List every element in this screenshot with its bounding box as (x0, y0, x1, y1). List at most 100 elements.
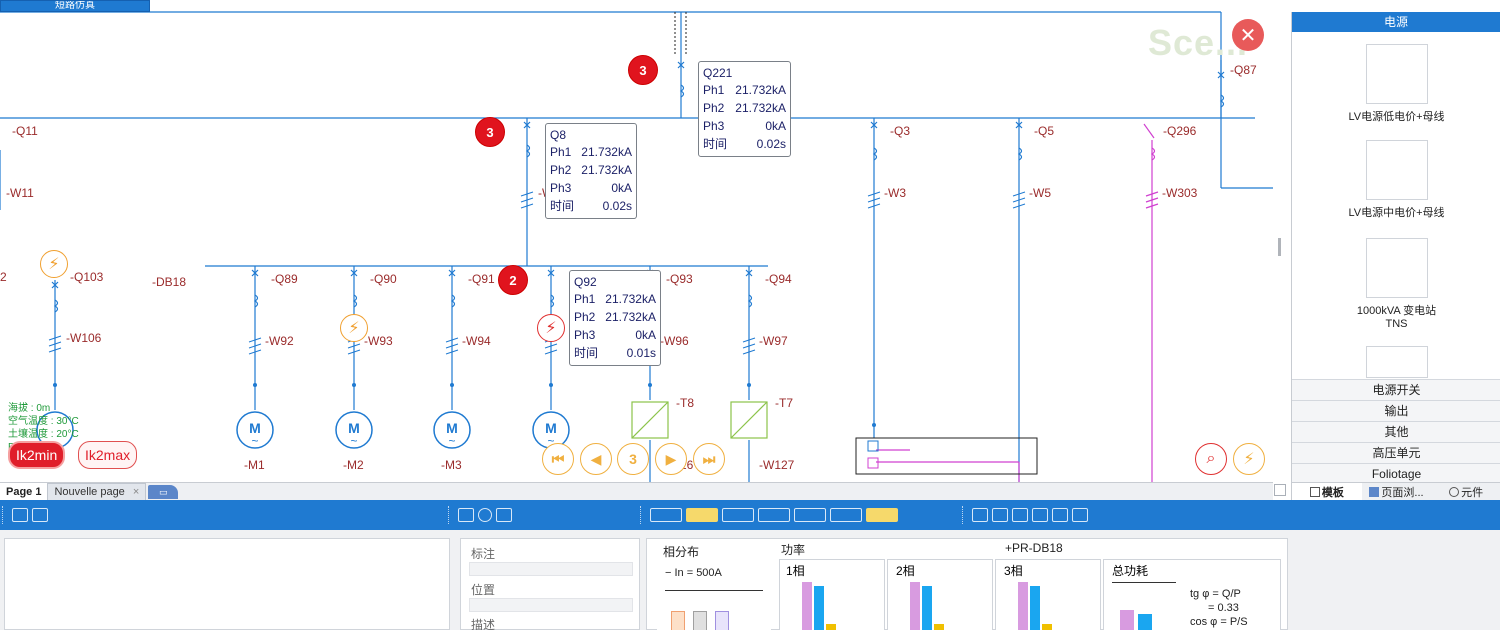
template-thumbnail (1365, 346, 1428, 378)
template-item[interactable]: LV电源低电价+母线 (1292, 44, 1500, 124)
nav-next-button[interactable]: ▶ (655, 443, 687, 475)
summary-view-icon[interactable] (866, 508, 898, 522)
properties-icon[interactable] (12, 508, 28, 522)
add-page-button[interactable]: ▭ (148, 485, 179, 499)
tooltip-key: Ph3 (574, 328, 596, 342)
tooltip-key: Ph3 (703, 119, 725, 133)
focus-icon[interactable] (496, 508, 512, 522)
tooltip-key: Ph2 (550, 163, 572, 177)
tooltip-title: Q8 (550, 128, 567, 142)
tooltip-key: Ph1 (574, 292, 596, 306)
category-hv-unit[interactable]: 高压单元 (1292, 442, 1500, 463)
label-q103: -Q103 (70, 270, 104, 284)
bottom-toolbar (0, 500, 1500, 530)
schematic-canvas[interactable]: M M M M ~ ~ ~ ~ -Q11 -W11 2 -Q103 -DB18 … (0, 0, 1273, 482)
fault-lightning-active-icon[interactable]: ⚡ (537, 314, 565, 342)
table-view-icon[interactable] (650, 508, 682, 522)
motor-m4-letter: M (545, 420, 557, 436)
location-input[interactable] (469, 598, 633, 612)
property-grid (4, 538, 450, 630)
phase1-bar (671, 611, 685, 630)
tooltip-title: Q221 (703, 66, 733, 80)
fault-lightning-icon[interactable]: ⚡ (340, 314, 368, 342)
category-output[interactable]: 输出 (1292, 400, 1500, 421)
phase2-label: 2相 (896, 564, 915, 578)
tab-label: Page 1 (6, 485, 42, 498)
curve-3-icon[interactable] (1012, 508, 1028, 522)
phase2-power-chart: 2相 (887, 559, 993, 630)
location-icon[interactable] (478, 508, 492, 522)
phase2-bar (693, 611, 707, 630)
list-view-icon[interactable] (722, 508, 754, 522)
power-title: 功率 (781, 543, 806, 557)
category-foliotage[interactable]: Foliotage (1292, 463, 1500, 484)
template-item[interactable]: 1000kVA 变电站 TNS (1292, 238, 1500, 330)
watermark-text: Sce... (1148, 22, 1249, 63)
zoom-search-button[interactable]: ⌕ (1195, 443, 1227, 475)
curve-2-icon[interactable] (992, 508, 1008, 522)
label-w11: -W11 (6, 186, 34, 200)
label-q93: -Q93 (666, 272, 693, 286)
tooltip-value: 21.732kA (605, 310, 656, 324)
tab-new-page[interactable]: Nouvelle page× (47, 483, 147, 500)
template-sublabel: TNS (1385, 318, 1408, 330)
curve-4-icon[interactable] (1032, 508, 1048, 522)
tab-page-browser[interactable]: 页面浏... (1362, 483, 1432, 500)
ik2max-button[interactable]: Ik2max (78, 441, 138, 469)
phase1-power-chart: 1相 (779, 559, 885, 630)
fault-simulate-button[interactable]: ⚡ (1233, 443, 1265, 475)
ik-view-icon[interactable] (758, 508, 790, 522)
s-bar (934, 624, 944, 630)
tag-input[interactable] (469, 562, 633, 576)
nav-prev-button[interactable]: ◀ (580, 443, 612, 475)
label-q11: -Q11 (12, 124, 38, 138)
search-icon: ⌕ (1206, 450, 1216, 467)
label-two: 2 (0, 270, 7, 284)
s-bar (1042, 624, 1052, 630)
grid-view-2-icon[interactable] (830, 508, 862, 522)
tooltip-key: Ph2 (574, 310, 596, 324)
tab-page-1[interactable]: Page 1 (0, 483, 48, 500)
template-icon (1309, 486, 1320, 497)
field-label-location: 位置 (471, 583, 496, 597)
nav-last-button[interactable]: ⏭ (693, 443, 725, 475)
pr-db18-title: +PR-DB18 (1005, 541, 1063, 555)
curve-6-icon[interactable] (1072, 508, 1088, 522)
edit-icon[interactable] (458, 508, 474, 522)
nav-current-step[interactable]: 3 (617, 443, 649, 475)
tab-templates[interactable]: 模板 (1292, 483, 1362, 500)
short-circuit-sim-button[interactable]: 短路仿真 (0, 0, 150, 12)
template-item[interactable] (1292, 346, 1500, 382)
label-w96: -W96 (660, 334, 689, 348)
curve-5-icon[interactable] (1052, 508, 1068, 522)
tooltip-value: 0.02s (756, 137, 786, 151)
tab-components[interactable]: 元件 (1431, 483, 1500, 500)
motor-m2-letter: M (348, 420, 360, 436)
ik2min-button[interactable]: Ik2min (8, 441, 66, 469)
label-w3: -W3 (884, 186, 906, 200)
phase3-power-chart: 3相 (995, 559, 1101, 630)
fault-badge-q221[interactable]: 3 (628, 55, 658, 85)
phase1-label: 1相 (786, 564, 805, 578)
category-other[interactable]: 其他 (1292, 421, 1500, 442)
chart-view-icon[interactable] (686, 508, 718, 522)
category-power-switch[interactable]: 电源开关 (1292, 379, 1500, 400)
grid-view-icon[interactable] (794, 508, 826, 522)
curve-icon[interactable] (972, 508, 988, 522)
close-icon[interactable]: × (132, 486, 140, 498)
layout-icon[interactable] (32, 508, 48, 522)
label-w93: -W93 (364, 334, 393, 348)
phase3-label: 3相 (1004, 564, 1023, 578)
label-t8: -T8 (676, 396, 694, 410)
component-icon (1449, 486, 1460, 497)
nav-first-button[interactable]: ⏮ (542, 443, 574, 475)
analysis-charts: 相分布 − In = 500A 功率 +PR-DB18 1相 2相 (646, 538, 1288, 630)
fault-badge-q92[interactable]: 2 (498, 265, 528, 295)
fault-lightning-icon[interactable]: ⚡ (40, 250, 68, 278)
fault-badge-q8[interactable]: 3 (475, 117, 505, 147)
tooltip-value: 0.01s (626, 346, 656, 360)
close-simulation-button[interactable]: ✕ (1232, 19, 1264, 51)
template-item[interactable]: LV电源中电价+母线 (1292, 140, 1500, 220)
vertical-scroll-handle[interactable] (1278, 238, 1281, 256)
